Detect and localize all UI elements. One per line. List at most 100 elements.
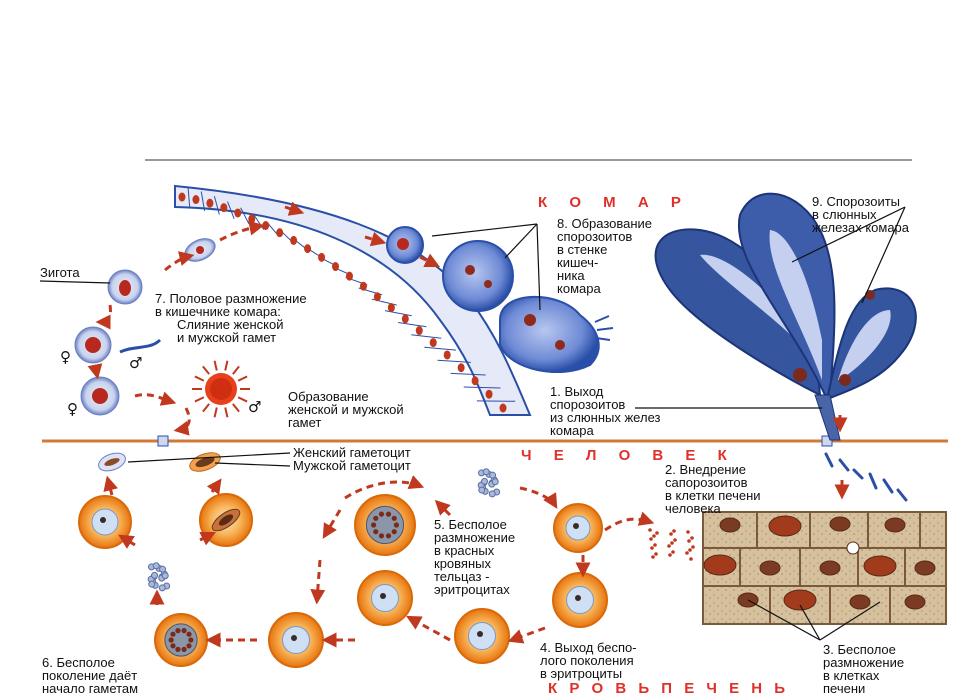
- merozoite: [151, 571, 159, 579]
- merozoite: [385, 511, 392, 517]
- ookinete-cell: [184, 238, 216, 262]
- liver-nucleus: [768, 515, 802, 537]
- gut-cell-wall: [384, 310, 412, 317]
- sporozoites-entering: [824, 452, 908, 502]
- gut-cell-nucleus: [234, 208, 242, 218]
- gut-cell-nucleus: [332, 262, 340, 272]
- female-gamete-cell: [80, 376, 120, 416]
- label-zygote: Зигота: [40, 265, 80, 280]
- oocyst-small: [386, 226, 424, 264]
- merozoite: [186, 643, 192, 649]
- gut-cell-nucleus: [206, 198, 214, 208]
- merozoite: [478, 486, 486, 494]
- merozoite: [385, 533, 392, 539]
- female-symbol-upper: ♀: [60, 348, 71, 366]
- schizont-body: [365, 505, 405, 545]
- merozoite: [687, 539, 691, 543]
- salivary-glands: [654, 192, 917, 441]
- gut-cell-nucleus: [178, 192, 186, 202]
- liver-nucleus: [884, 517, 906, 533]
- gut-cell-wall: [240, 207, 250, 225]
- merozoite: [673, 538, 677, 542]
- flagellum: [202, 403, 210, 413]
- liver-vacuole: [846, 541, 860, 555]
- flagellum: [213, 407, 218, 418]
- cycle-arrow: [322, 509, 342, 539]
- merozoite: [652, 534, 656, 538]
- merozoite: [651, 555, 655, 559]
- parasite-nucleus: [380, 593, 386, 599]
- cycle-arrow: [344, 475, 425, 500]
- merozoite: [653, 543, 657, 547]
- flagellum: [213, 360, 218, 371]
- gut-cell-nucleus: [373, 292, 381, 302]
- erythrocyte: [199, 493, 253, 547]
- merozoite: [393, 522, 399, 528]
- cycle-arrow: [310, 559, 326, 605]
- cycle-arrow: [284, 201, 305, 216]
- gametocyte-nucleus: [218, 514, 234, 526]
- gut-cell-nucleus: [304, 244, 312, 254]
- cycle-arrow: [364, 231, 387, 247]
- merozoite: [688, 548, 692, 552]
- erythrocyte: [154, 613, 208, 667]
- liver-nucleus: [819, 560, 841, 576]
- cycle-arrow: [507, 626, 546, 644]
- gut-cell-wall: [398, 322, 427, 328]
- merozoite: [188, 637, 194, 643]
- gut-cell-wall: [437, 359, 471, 363]
- gametocyte-male: [189, 452, 221, 472]
- male-symbol-gamete: ♂: [248, 398, 262, 416]
- erythrocyte: [78, 495, 132, 549]
- gut-cell-nucleus: [457, 363, 465, 373]
- liver-nucleus: [849, 594, 871, 610]
- gut-cell-wall: [213, 195, 220, 215]
- gut-cell-nucleus: [192, 195, 200, 205]
- merozoite: [488, 490, 496, 498]
- female-symbol-lower: ♀: [67, 400, 78, 418]
- liver-nucleus: [829, 516, 851, 532]
- liver-nucleus: [783, 589, 817, 611]
- merozoite: [667, 544, 671, 548]
- cycle-arrow: [419, 253, 441, 268]
- liver-nucleus: [904, 594, 926, 610]
- cycle-arrow: [604, 511, 655, 532]
- leader-lines: [39, 206, 906, 641]
- merozoite: [686, 530, 690, 534]
- liver-nucleus: [719, 517, 741, 533]
- parasite-nucleus: [100, 517, 106, 523]
- merozoite: [378, 533, 385, 539]
- merozoite: [650, 546, 654, 550]
- gut-cell-nucleus: [262, 221, 270, 231]
- merozoite: [689, 557, 693, 561]
- gut-cell-nucleus: [318, 252, 326, 262]
- oocyst-medium: [442, 240, 514, 312]
- gut-cell-wall: [463, 386, 501, 389]
- parasite-nucleus: [477, 631, 483, 637]
- gut-cell-nucleus: [443, 350, 451, 360]
- merozoite-cluster-left: [147, 562, 171, 592]
- erythrocyte: [553, 503, 603, 553]
- cycle-arrow: [206, 478, 222, 495]
- merozoite: [186, 631, 192, 637]
- cycle-arrow: [219, 220, 265, 242]
- flagellum: [194, 375, 205, 382]
- merozoite: [158, 584, 166, 592]
- liver-nucleus: [863, 555, 897, 577]
- merozoite: [489, 471, 497, 479]
- liver-nucleus: [703, 554, 737, 576]
- merozoite: [181, 628, 187, 634]
- merozoite: [654, 552, 658, 556]
- section-human: Ч Е Л О В Е К: [521, 447, 736, 464]
- merozoite: [491, 478, 499, 486]
- merozoite: [482, 468, 490, 476]
- flagellum: [237, 375, 248, 382]
- erythrocyte: [354, 494, 416, 556]
